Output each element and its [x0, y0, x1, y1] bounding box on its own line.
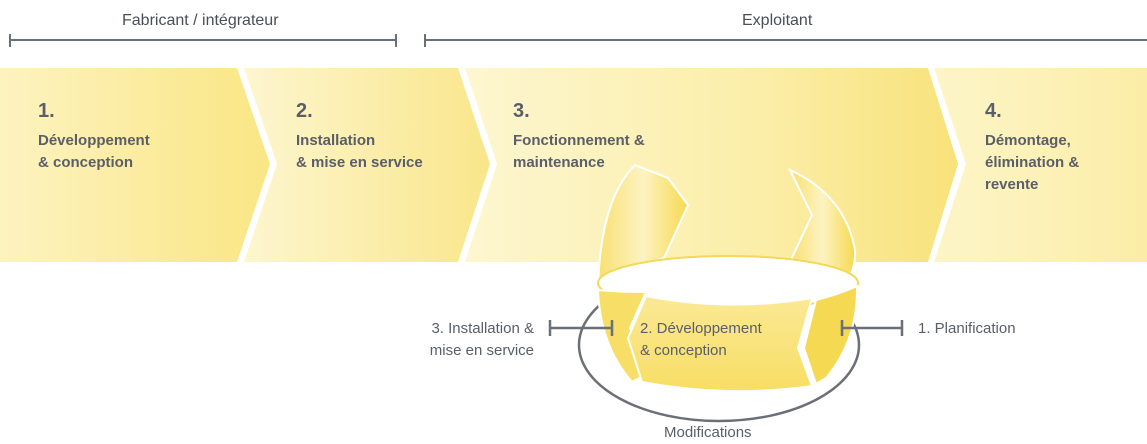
phase-2-number: 2.	[296, 100, 313, 122]
cycle-bottom-label: Modifications	[664, 424, 752, 441]
operator-header: Exploitant	[742, 12, 813, 29]
phase-1-label: Développement & conception	[38, 132, 150, 171]
cycle-right-label: 1. Planification	[918, 320, 1016, 337]
cycle-panel-right	[802, 284, 859, 386]
phase-4-label: Démontage, élimination & revente	[985, 132, 1080, 193]
cycle-center-label: 2. Développement & conception	[640, 320, 762, 359]
phase-1-arrow	[0, 68, 270, 262]
operator-bracket	[424, 34, 1147, 47]
left-connector	[548, 320, 614, 336]
manufacturer-bracket	[9, 34, 397, 47]
phase-4-arrow	[934, 68, 1147, 262]
cycle-left-label: 3. Installation & mise en service	[429, 320, 534, 359]
cycle-panel-center	[626, 294, 814, 393]
phase-2-arrow	[244, 68, 490, 262]
phase-2-label: Installation & mise en service	[296, 132, 423, 171]
phase-4-number: 4.	[985, 100, 1002, 122]
manufacturer-header: Fabricant / intégrateur	[122, 12, 279, 29]
phase-3-number: 3.	[513, 100, 530, 122]
right-connector	[840, 320, 904, 336]
phase-1-number: 1.	[38, 100, 55, 122]
phase-3-label: Fonctionnement & maintenance	[513, 132, 645, 171]
